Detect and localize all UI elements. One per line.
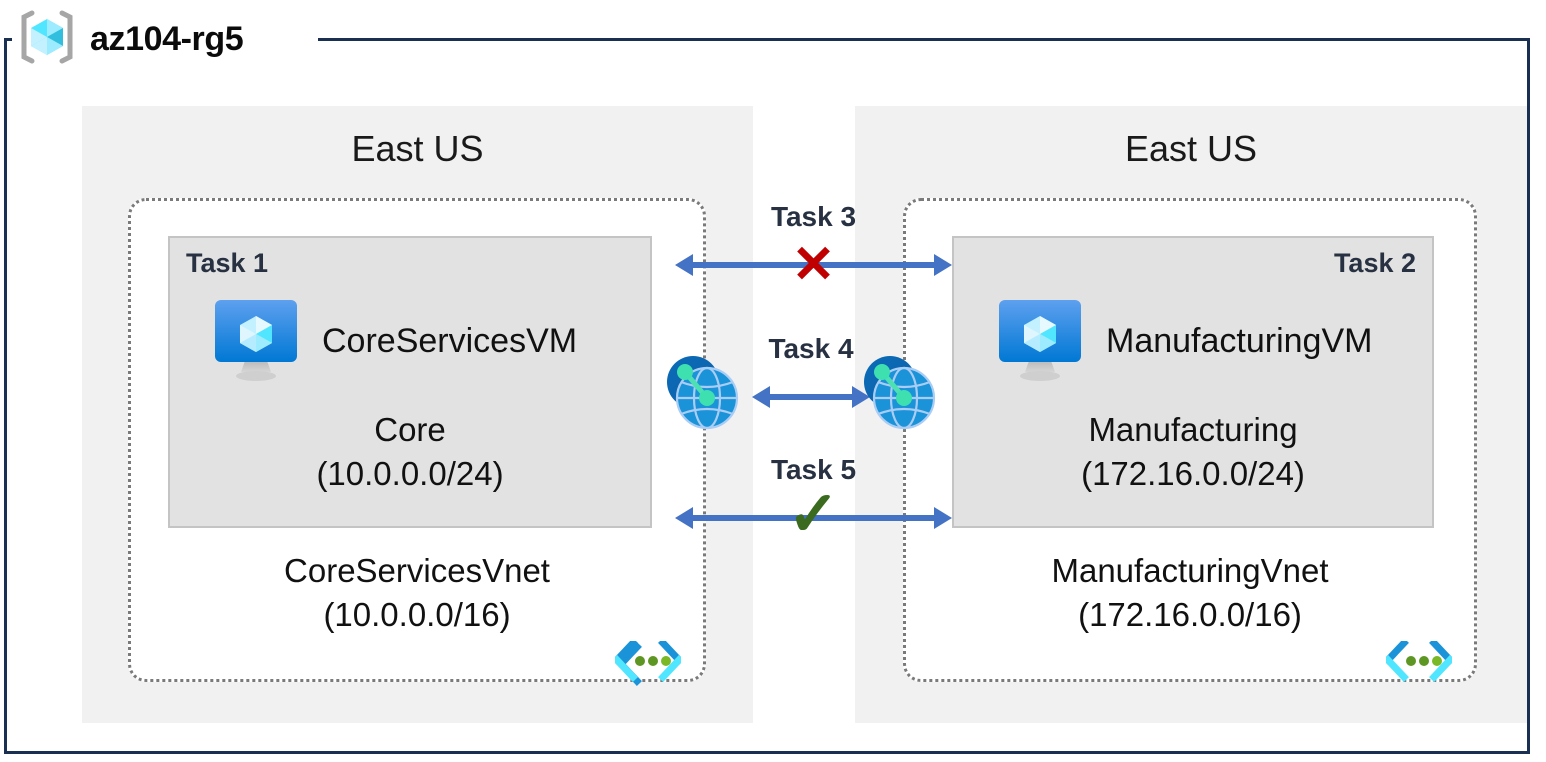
- region-label-right: East US: [1124, 128, 1258, 169]
- arrow-head-right-icon: [934, 507, 952, 529]
- subnet-manufacturing-cidr: (172.16.0.0/24): [1081, 454, 1305, 492]
- vnet-manufacturing-label: ManufacturingVnet (172.16.0.0/16): [906, 549, 1474, 637]
- subnet-core-name: Core: [374, 411, 446, 448]
- vnet-peering-icon: [661, 352, 745, 434]
- arrow-head-right-icon: [852, 386, 870, 408]
- task-badge-2: Task 2: [1333, 248, 1416, 278]
- vm-manufacturing: ManufacturingVM: [954, 296, 1472, 387]
- arrow-head-left-icon: [752, 386, 770, 408]
- vnet-core-name: CoreServicesVnet: [284, 552, 550, 589]
- connection-line: [689, 515, 938, 521]
- vm-name-core-services: CoreServicesVM: [322, 322, 578, 360]
- virtual-network-icon: [612, 638, 684, 687]
- vnet-manufacturing-name: ManufacturingVnet: [1051, 552, 1329, 589]
- connection-line: [766, 394, 856, 400]
- subnet-core-cidr: (10.0.0.0/24): [316, 454, 504, 492]
- connection-line: [689, 262, 938, 268]
- vnet-manufacturing-cidr: (172.16.0.0/16): [1078, 595, 1302, 633]
- arrow-head-left-icon: [675, 254, 693, 276]
- resource-group-frame: [4, 38, 1530, 754]
- task-badge-1: Task 1: [186, 248, 269, 278]
- green-check-mark-icon: ✓: [787, 480, 840, 549]
- resource-group-icon: [18, 8, 76, 71]
- vm-core-services: CoreServicesVM: [170, 296, 690, 387]
- subnet-manufacturing-label: Manufacturing (172.16.0.0/24): [954, 408, 1432, 496]
- resource-group-top-line-right: [318, 38, 1530, 41]
- vnet-core-label: CoreServicesVnet (10.0.0.0/16): [131, 549, 703, 637]
- red-x-mark-icon: ✕: [791, 236, 836, 294]
- subnet-manufacturing: Task 2: [952, 236, 1434, 528]
- connection-label-task-5: Task 5: [770, 454, 857, 485]
- virtual-machine-icon: [994, 296, 1086, 387]
- vnet-peering-icon: [858, 352, 942, 434]
- subnet-core: Task 1: [168, 236, 652, 528]
- subnet-core-label: Core (10.0.0.0/24): [170, 408, 650, 496]
- resource-group-name: az104-rg5: [90, 20, 244, 58]
- connection-label-task-3: Task 3: [770, 201, 857, 232]
- vm-name-manufacturing: ManufacturingVM: [1106, 322, 1373, 360]
- arrow-head-right-icon: [934, 254, 952, 276]
- virtual-machine-icon: [210, 296, 302, 387]
- vnet-core-cidr: (10.0.0.0/16): [323, 595, 511, 633]
- subnet-manufacturing-name: Manufacturing: [1088, 411, 1298, 448]
- connection-label-task-4: Task 4: [768, 333, 854, 364]
- arrow-head-left-icon: [675, 507, 693, 529]
- virtual-network-icon: [1383, 638, 1455, 687]
- resource-group-header: az104-rg5: [12, 8, 250, 71]
- region-label-left: East US: [351, 128, 484, 169]
